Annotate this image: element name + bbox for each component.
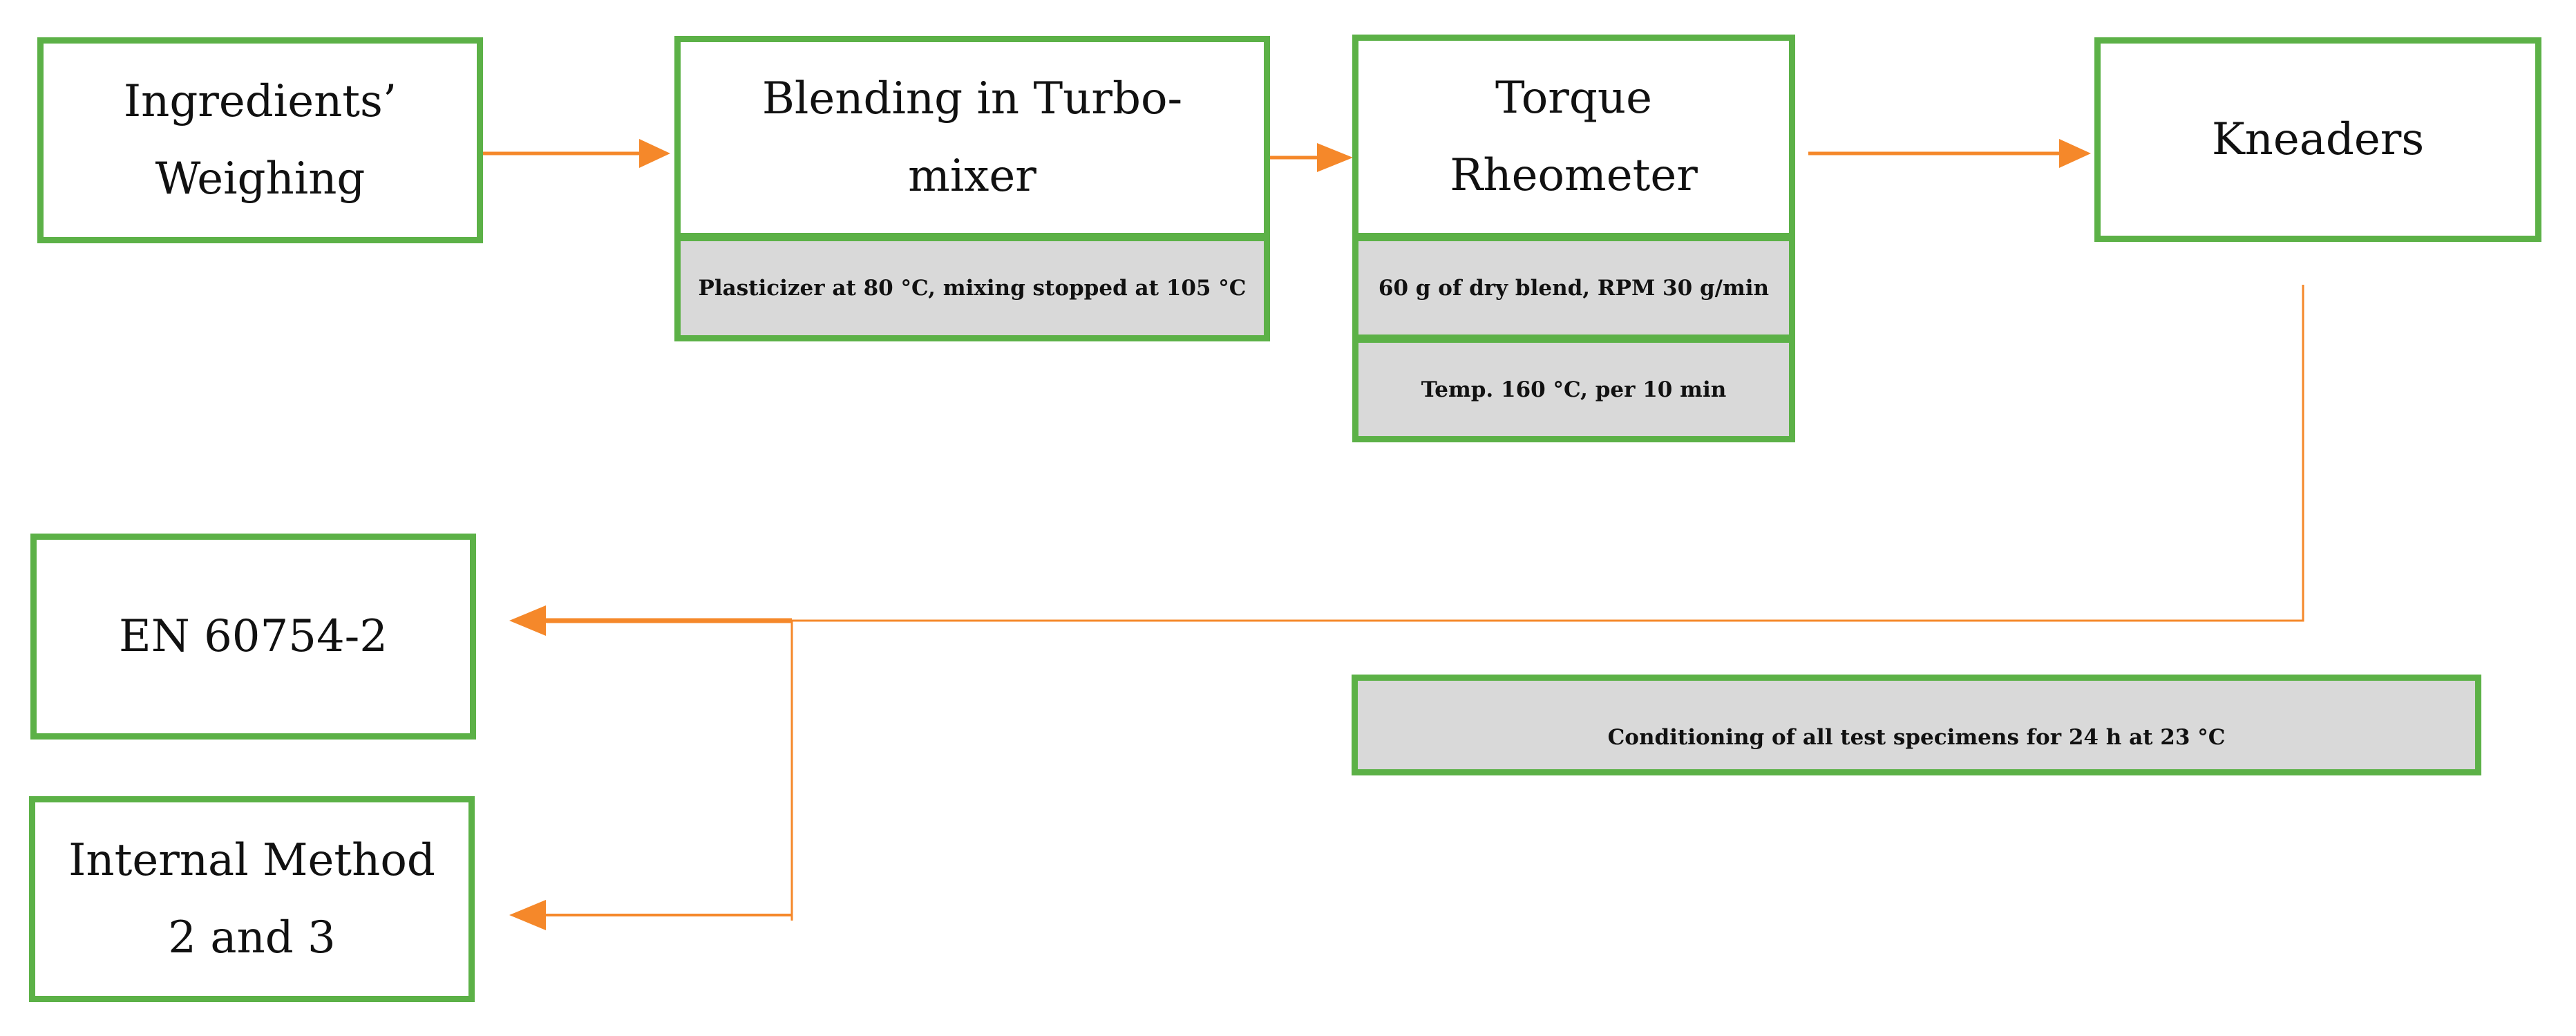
step-label: Blending in Turbo- mixer	[761, 73, 1183, 202]
note-dry-blend: 60 g of dry blend, RPM 30 g/min	[1352, 235, 1795, 341]
step-torque-rheometer: Torque Rheometer	[1352, 35, 1795, 239]
step-en-60754-2: EN 60754-2	[30, 534, 476, 740]
arrowhead-to-rheometer	[1317, 143, 1353, 172]
step-kneaders: Kneaders	[2094, 37, 2541, 242]
arrowhead-to-blending	[639, 139, 670, 168]
step-label: EN 60754-2	[119, 611, 388, 662]
step-label: Ingredients’ Weighing	[123, 76, 397, 205]
note-label: Conditioning of all test specimens for 2…	[1607, 725, 2226, 750]
note-temperature: Temp. 160 °C, per 10 min	[1352, 337, 1795, 442]
note-plasticizer: Plasticizer at 80 °C, mixing stopped at …	[674, 235, 1270, 341]
step-label: Torque Rheometer	[1450, 73, 1698, 201]
step-ingredients-weighing: Ingredients’ Weighing	[37, 37, 483, 243]
note-label: 60 g of dry blend, RPM 30 g/min	[1378, 275, 1770, 301]
step-label: Internal Method 2 and 3	[68, 835, 435, 963]
note-label: Plasticizer at 80 °C, mixing stopped at …	[698, 276, 1247, 301]
arrowhead-to-en	[509, 605, 546, 636]
arrowhead-to-kneaders	[2059, 139, 2091, 168]
step-internal-method: Internal Method 2 and 3	[29, 796, 475, 1002]
note-conditioning: Conditioning of all test specimens for 2…	[1352, 675, 2481, 775]
step-blending-turbo-mixer: Blending in Turbo- mixer	[674, 36, 1270, 239]
arrowhead-to-internal	[509, 900, 546, 930]
note-label: Temp. 160 °C, per 10 min	[1421, 377, 1727, 402]
step-label: Kneaders	[2211, 114, 2425, 165]
